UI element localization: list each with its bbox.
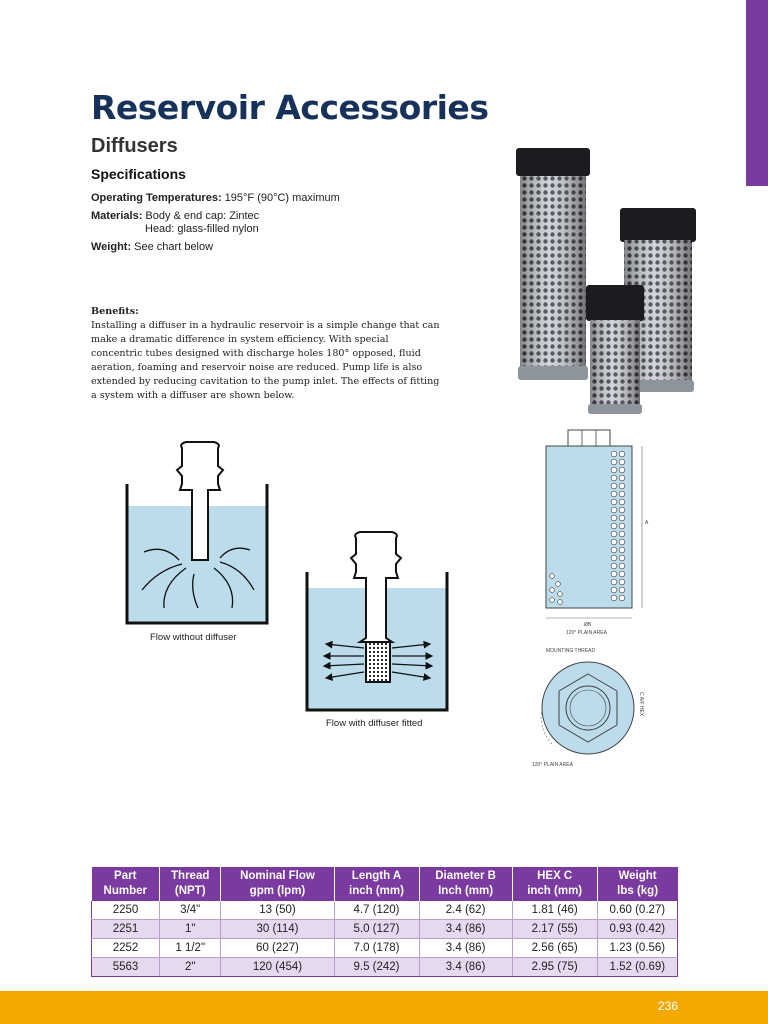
table-cell: 0.93 (0.42) (596, 919, 679, 939)
table-cell: 1.23 (0.56) (596, 938, 679, 958)
table-cell: 3.4 (86) (418, 938, 513, 958)
header-line: (NPT) (174, 885, 206, 897)
table-cell: 1.52 (0.69) (596, 957, 679, 977)
table-cell: 13 (50) (220, 901, 334, 920)
table-row: 2252 1 1/2" 60 (227) 7.0 (178) 3.4 (86) … (91, 938, 679, 958)
table-cell: 3.4 (86) (418, 957, 513, 977)
col-hex-c: HEX C inch (mm) (511, 867, 598, 901)
spec-label: Weight: (91, 241, 132, 253)
table-row: 5563 2" 120 (454) 9.5 (242) 3.4 (86) 2.9… (91, 957, 679, 977)
spec-operating-temp: Operating Temperatures: 195°F (90°C) max… (91, 192, 340, 205)
table-cell: 2250 (91, 901, 160, 920)
diffuser-end-view-drawing: MOUNTING THREAD C A/F HEX 120° PLAIN ARE… (532, 648, 644, 768)
page-title: Reservoir Accessories (91, 88, 489, 127)
table-cell: 60 (227) (220, 938, 334, 958)
caption-flow-with: Flow with diffuser fitted (326, 718, 423, 729)
flow-with-diffuser-diagram (305, 531, 449, 712)
table-cell: 2252 (91, 938, 160, 958)
table-cell: 3/4" (158, 901, 221, 920)
caption-flow-without: Flow without diffuser (150, 632, 237, 643)
table-cell: 1.81 (46) (511, 901, 598, 920)
table-cell: 30 (114) (220, 919, 334, 939)
table-cell: 1 1/2" (158, 938, 221, 958)
plain-area-label-1: 120° PLAIN AREA (566, 630, 608, 636)
table-cell: 1" (158, 919, 221, 939)
page-number: 236 (657, 999, 678, 1013)
col-thread: Thread (NPT) (158, 867, 221, 901)
table-cell: 7.0 (178) (333, 938, 419, 958)
footer-bar: 236 (0, 991, 768, 1024)
table-row: 2251 1" 30 (114) 5.0 (127) 3.4 (86) 2.17… (91, 919, 679, 939)
page-subtitle: Diffusers (91, 135, 178, 157)
col-weight: Weight lbs (kg) (596, 867, 678, 901)
header-line: inch (mm) (349, 885, 404, 897)
header-line: Inch (mm) (438, 885, 494, 897)
table-row: 2250 3/4" 13 (50) 4.7 (120) 2.4 (62) 1.8… (91, 901, 679, 920)
benefits-block: Benefits: Installing a diffuser in a hyd… (91, 305, 441, 403)
mounting-thread-label: MOUNTING THREAD (546, 648, 595, 654)
spec-materials: Materials: Body & end cap: Zintec (91, 210, 259, 223)
table-cell: 2" (158, 957, 221, 977)
table-cell: 5.0 (127) (333, 919, 419, 939)
spec-label: Materials: (91, 210, 143, 222)
table-cell: 5563 (91, 957, 160, 977)
table-cell: 4.7 (120) (333, 901, 419, 920)
dim-a-label: A (645, 520, 649, 526)
dim-b-label: ØB (584, 622, 592, 628)
header-line: HEX C (537, 870, 573, 882)
table-cell: 2.17 (55) (511, 919, 598, 939)
spec-materials-head: Head: glass-filled nylon (145, 223, 259, 235)
col-diameter-b: Diameter B Inch (mm) (418, 867, 513, 901)
spec-label: Operating Temperatures: (91, 192, 222, 204)
header-line: inch (mm) (527, 885, 583, 897)
table-cell: 2251 (91, 919, 160, 939)
header-line: Weight (618, 870, 657, 882)
header-line: Thread (171, 870, 210, 882)
section-tab (746, 0, 768, 186)
col-nominal-flow: Nominal Flow gpm (lpm) (220, 867, 334, 901)
header-line: Number (103, 885, 147, 897)
diffuser-product-photo (516, 148, 696, 414)
flow-without-diffuser-diagram (125, 441, 269, 625)
benefits-body: Installing a diffuser in a hydraulic res… (91, 320, 440, 401)
spec-value: 195°F (90°C) maximum (221, 192, 340, 204)
spec-value: Body & end cap: Zintec (142, 210, 260, 222)
diffuser-side-view-drawing: A ØB 120° PLAIN AREA (545, 429, 649, 636)
benefits-heading: Benefits: (91, 306, 139, 317)
table-cell: 2.95 (75) (511, 957, 598, 977)
header-line: Length A (351, 870, 402, 882)
table-cell: 3.4 (86) (418, 919, 513, 939)
header-line: lbs (kg) (617, 885, 659, 897)
cap-hex-label: C A/F HEX (638, 692, 644, 717)
specifications-heading: Specifications (91, 166, 186, 182)
table-cell: 9.5 (242) (333, 957, 419, 977)
spec-value: See chart below (131, 241, 214, 253)
plain-area-label-2: 120° PLAIN AREA (532, 762, 574, 768)
header-line: Nominal Flow (240, 870, 315, 882)
spec-weight: Weight: See chart below (91, 241, 213, 254)
col-length-a: Length A inch (mm) (333, 867, 419, 901)
table-cell: 2.56 (65) (511, 938, 598, 958)
header-line: gpm (lpm) (249, 885, 306, 897)
header-line: Part (114, 870, 137, 882)
table-cell: 120 (454) (220, 957, 334, 977)
table-cell: 2.4 (62) (418, 901, 513, 920)
table-cell: 0.60 (0.27) (596, 901, 679, 920)
header-line: Diameter B (435, 870, 496, 882)
